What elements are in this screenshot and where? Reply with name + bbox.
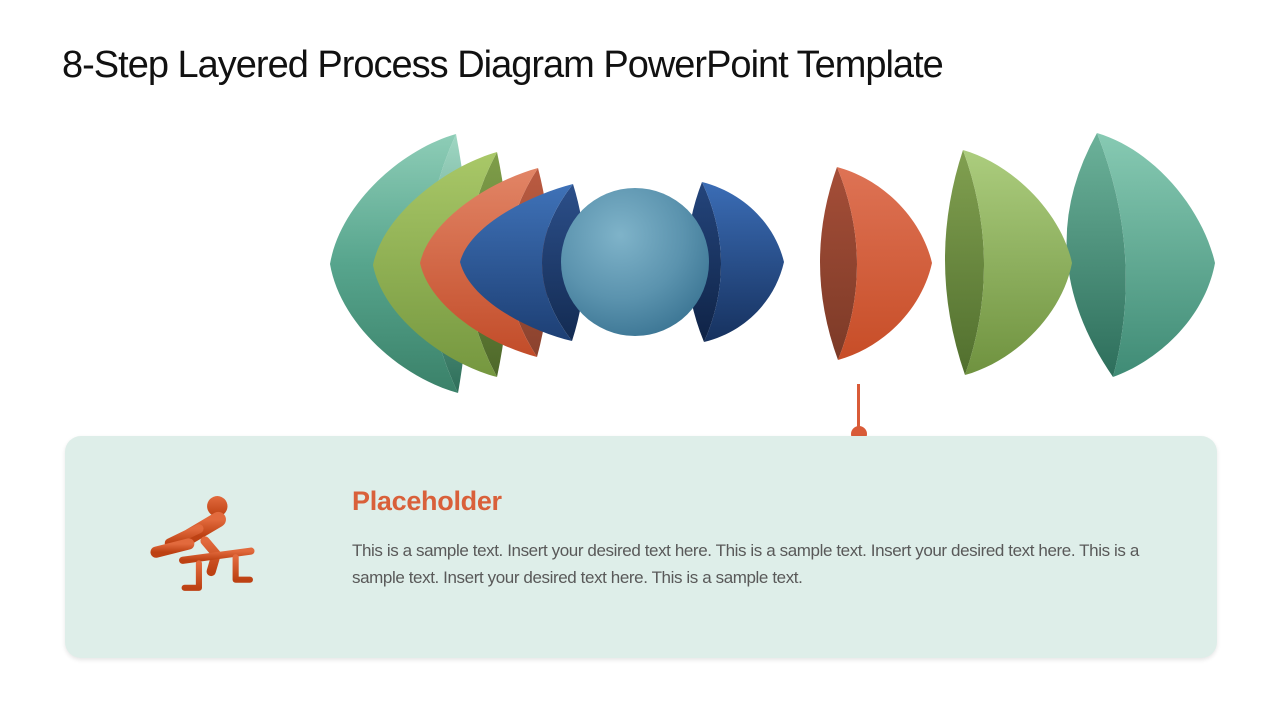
callout-card [65, 436, 1217, 658]
layered-process-diagram [330, 133, 1215, 393]
core-sphere [561, 188, 709, 336]
hurdler-icon [150, 494, 256, 596]
callout-heading: Placeholder [352, 486, 502, 516]
layer-shell-right-outermost-teal [1066, 133, 1215, 377]
layer-shell-right-green [944, 150, 1072, 375]
layer-shell-right-orange [819, 167, 932, 360]
callout-body-text: This is a sample text. Insert your desir… [352, 541, 1139, 587]
slide-title: 8-Step Layered Process Diagram PowerPoin… [62, 44, 944, 86]
connector-line [857, 384, 860, 428]
